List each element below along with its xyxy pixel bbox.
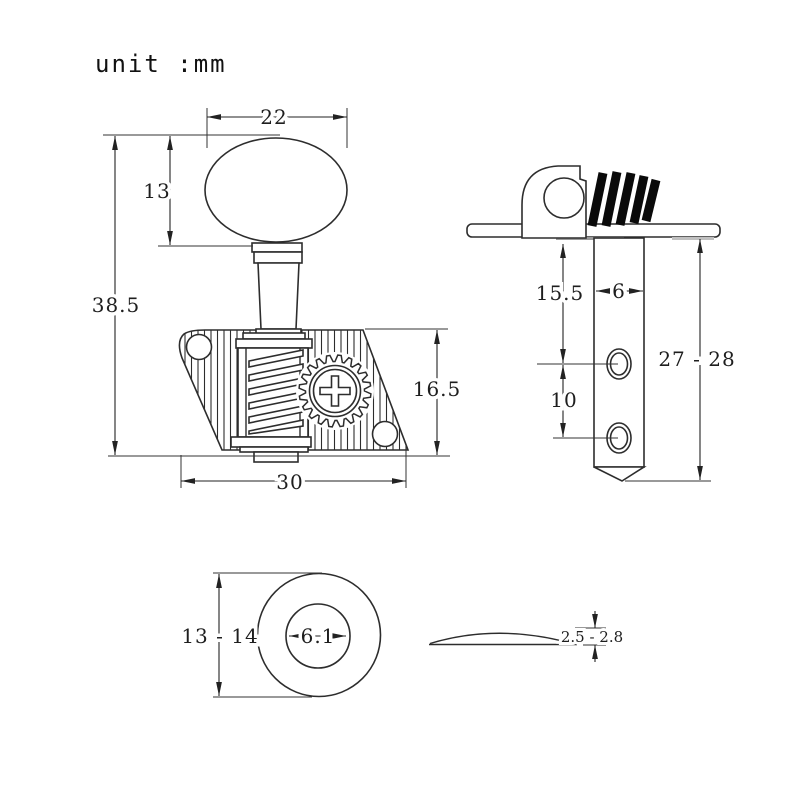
plate-hole-bottom-right <box>371 420 399 448</box>
front-dimensions: 22 13 38.5 16.5 30 <box>88 102 464 498</box>
dim-plate-height: 16.5 <box>413 377 462 401</box>
plate-shadow <box>556 237 624 240</box>
dim-hole-spacing: 10 <box>550 388 577 412</box>
dim-bushing-outer: 13 - 14 <box>181 624 258 648</box>
dim-post-width: 6 <box>612 279 626 303</box>
plate-shadow-2 <box>672 237 714 240</box>
dim-button-width: 22 <box>260 105 287 129</box>
front-view <box>178 137 410 463</box>
worm-shaft-hole <box>543 177 585 219</box>
dim-washer-thickness: 2.5 - 2.8 <box>561 628 623 646</box>
bushing-dimensions: 13 - 14 6.1 <box>178 572 346 698</box>
worm-gear-side <box>587 171 661 227</box>
dim-plate-to-hole: 15.5 <box>536 281 585 305</box>
dim-button-height: 13 <box>143 179 170 203</box>
dim-overall-height: 38.5 <box>92 293 141 317</box>
dim-post-length: 27 - 28 <box>658 347 735 371</box>
curved-washer-view <box>429 632 577 646</box>
washer-dimension: 2.5 - 2.8 <box>558 611 626 662</box>
side-view <box>466 165 721 482</box>
plate-hole-top-left <box>185 333 213 361</box>
cog-gear <box>296 352 374 430</box>
string-post <box>593 237 647 482</box>
tuning-button <box>204 137 348 243</box>
dim-bushing-inner: 6.1 <box>301 624 336 648</box>
washer-curve <box>429 632 573 645</box>
phillips-screw-icon <box>319 375 351 407</box>
button-stem <box>251 242 303 338</box>
dim-base-width: 30 <box>276 470 303 494</box>
unit-label: unit :mm <box>95 50 227 78</box>
side-dimensions: 15.5 6 10 27 - 28 <box>532 239 738 482</box>
